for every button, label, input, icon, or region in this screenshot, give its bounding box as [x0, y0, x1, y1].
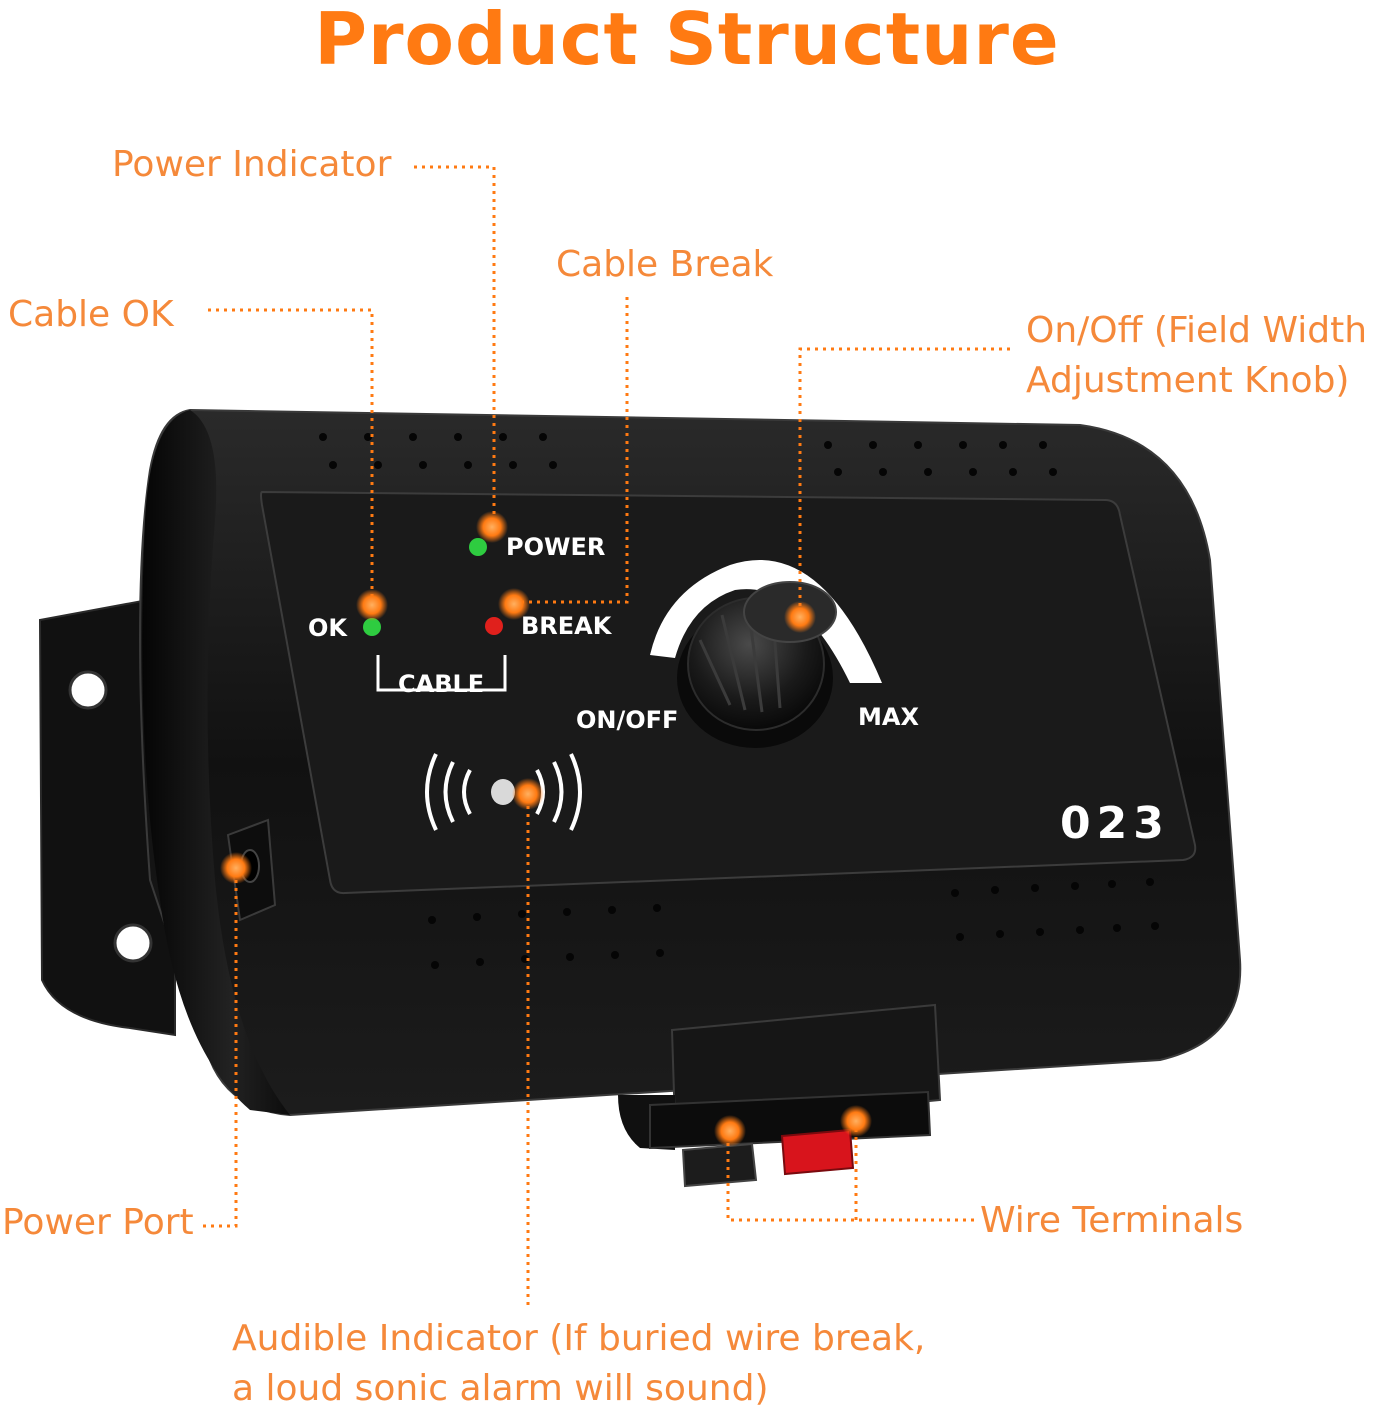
callout-onoff-knob: On/Off (Field Width Adjustment Knob)	[1026, 306, 1367, 406]
device-body	[139, 408, 1242, 1117]
marker-dot-icon	[356, 589, 388, 621]
leader-cable-break	[520, 297, 629, 604]
marker-dots	[220, 511, 872, 1147]
cable-break-led-icon	[485, 617, 503, 635]
max-label: MAX	[858, 703, 919, 731]
device-side-end-cap	[142, 410, 290, 1115]
ok-label: OK	[308, 614, 348, 642]
callout-cable-ok: Cable OK	[8, 294, 174, 335]
marker-dot-icon	[220, 852, 252, 884]
page-title: Product Structure	[314, 0, 1060, 81]
callout-power-indicator: Power Indicator	[112, 144, 392, 185]
marker-dot-icon	[476, 511, 508, 543]
mounting-hole-icon	[113, 923, 153, 963]
power-led-icon	[469, 538, 487, 556]
mounting-hole-icon	[68, 670, 108, 710]
black-terminal-clip	[681, 1142, 758, 1188]
leader-wire-terminal-black	[726, 1132, 974, 1222]
cable-label: CABLE	[398, 670, 484, 698]
onoff-label: ON/OFF	[576, 706, 678, 734]
break-label: BREAK	[521, 612, 613, 640]
callout-power-port: Power Port	[2, 1202, 194, 1243]
power-label: POWER	[506, 533, 605, 561]
callout-audible-line2: a loud sonic alarm will sound)	[232, 1368, 769, 1409]
callout-cable-break: Cable Break	[556, 244, 774, 285]
model-number: 023	[1060, 798, 1170, 849]
callout-audible-indicator: Audible Indicator (If buried wire break,…	[232, 1314, 925, 1414]
marker-dot-icon	[498, 588, 530, 620]
callout-onoff-line2: Adjustment Knob)	[1026, 360, 1350, 401]
marker-dot-icon	[784, 601, 816, 633]
speaker-sound-icon	[425, 753, 582, 831]
callout-audible-line1: Audible Indicator (If buried wire break,	[232, 1318, 926, 1359]
callout-wire-terminals: Wire Terminals	[980, 1200, 1244, 1241]
callout-onoff-line1: On/Off (Field Width	[1026, 310, 1368, 351]
leader-power-port	[203, 870, 238, 1228]
cable-ok-led-icon	[363, 618, 381, 636]
vent-holes	[319, 433, 1159, 969]
leader-lines	[203, 165, 1010, 1305]
marker-dot-icon	[714, 1115, 746, 1147]
marker-dot-icon	[512, 778, 544, 810]
leader-power-indicator	[414, 165, 496, 520]
red-terminal-clip	[780, 1128, 855, 1176]
cable-bracket	[376, 655, 507, 692]
leader-onoff	[798, 347, 1010, 612]
marker-dot-icon	[840, 1105, 872, 1137]
